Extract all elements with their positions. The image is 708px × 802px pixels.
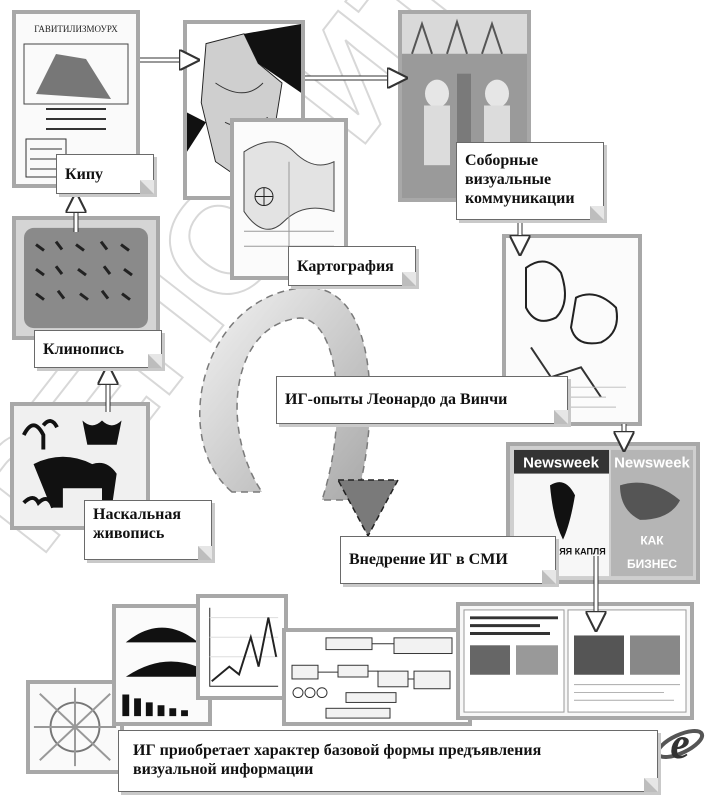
- media-label-text: Внедрение ИГ в СМИ: [349, 551, 508, 568]
- leonardo-label: ИГ-опыты Леонардо да Винчи: [276, 376, 568, 424]
- final-label: ИГ приобретает характер базовой формы пр…: [118, 730, 658, 792]
- ie-logo-icon: e: [654, 710, 706, 772]
- kipu-label-text: Кипу: [65, 166, 104, 183]
- cathedral-label: Соборные визуальные коммуникации: [456, 142, 604, 220]
- rock-painting-label: Наскальная живопись: [84, 500, 212, 560]
- cuneiform-label: Клинопись: [34, 330, 162, 368]
- cartography-label-text: Картография: [297, 258, 394, 275]
- newsweek-2-headline-2: БИЗНЕС: [627, 557, 677, 571]
- cathedral-label-line2: визуальные: [465, 171, 552, 188]
- newsweek-1-headline: ПОСЛЕДНЯЯ КАПЛЯ: [514, 546, 605, 556]
- svg-text:e: e: [670, 719, 690, 768]
- line-chart-image: [196, 594, 288, 700]
- cuneiform-image: [12, 216, 160, 340]
- metro-map-image: [26, 680, 124, 774]
- cuneiform-label-text: Клинопись: [43, 341, 125, 358]
- infographic-bars-image: [112, 604, 212, 726]
- newsweek-1-title: Newsweek: [523, 456, 600, 472]
- newsweek-2-title: Newsweek: [614, 456, 691, 472]
- rock-painting-label-line1: Наскальная: [93, 506, 181, 523]
- cathedral-label-line3: коммуникации: [465, 190, 575, 207]
- final-label-line1: ИГ приобретает характер базовой формы пр…: [133, 742, 542, 759]
- rock-painting-image: [10, 402, 150, 530]
- cathedral-label-line1: Соборные: [465, 152, 539, 169]
- cartography-label: Картография: [288, 246, 416, 286]
- newspaper-image: [456, 602, 694, 720]
- kipu-label: Кипу: [56, 154, 154, 194]
- media-label: Внедрение ИГ в СМИ: [340, 536, 556, 584]
- leonardo-label-text: ИГ-опыты Леонардо да Винчи: [285, 391, 508, 408]
- rock-painting-label-line2: живопись: [93, 525, 165, 542]
- final-label-line2: визуальной информации: [133, 761, 314, 778]
- kipu-title: ГАВИТИЛИЗМОУРХ: [34, 24, 118, 34]
- newsweek-2-headline: КАК: [640, 534, 664, 548]
- evolution-curve-arrow: [199, 286, 400, 538]
- flowchart-image: [282, 628, 472, 726]
